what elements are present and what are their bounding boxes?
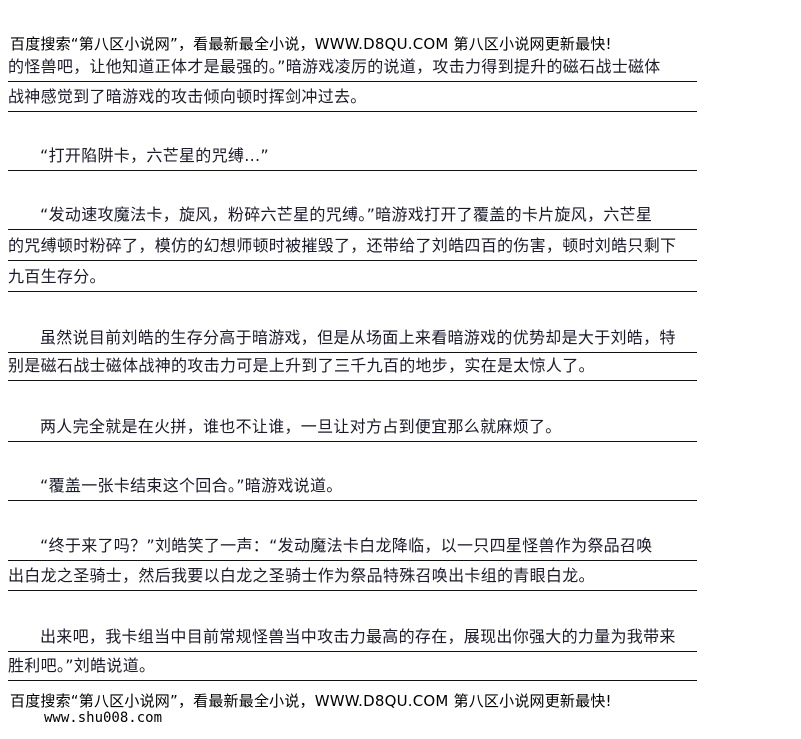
text-line: “终于来了吗？”刘皓笑了一声：“发动魔法卡白龙降临，以一只四星怪兽作为祭品召唤 [8, 531, 697, 561]
text-line: 出来吧，我卡组当中目前常规怪兽当中攻击力最高的存在，展现出你强大的力量为我带来 [8, 622, 697, 652]
line-text: 的怪兽吧，让他知道正体才是最强的。”暗游戏凌厉的说道，攻击力得到提升的磁石战士磁… [8, 57, 661, 76]
line-text: 出来吧，我卡组当中目前常规怪兽当中攻击力最高的存在，展现出你强大的力量为我带来 [40, 627, 676, 646]
text-line: 别是磁石战士磁体战神的攻击力可是上升到了三千九百的地步，实在是太惊人了。 [8, 351, 697, 381]
line-text: “发动速攻魔法卡，旋风，粉碎六芒星的咒缚。”暗游戏打开了覆盖的卡片旋风，六芒星 [40, 205, 653, 224]
text-line: “发动速攻魔法卡，旋风，粉碎六芒星的咒缚。”暗游戏打开了覆盖的卡片旋风，六芒星 [8, 200, 697, 230]
text-line: 出白龙之圣骑士，然后我要以白龙之圣骑士作为祭品特殊召唤出卡组的青眼白龙。 [8, 561, 697, 591]
text-line: 的怪兽吧，让他知道正体才是最强的。”暗游戏凌厉的说道，攻击力得到提升的磁石战士磁… [8, 52, 697, 82]
line-text: 胜利吧。”刘皓说道。 [8, 656, 156, 675]
text-line: 战神感觉到了暗游戏的攻击倾向顿时挥剑冲过去。 [8, 82, 697, 112]
text-line: 虽然说目前刘皓的生存分高于暗游戏，但是从场面上来看暗游戏的优势却是大于刘皓，特 [8, 323, 697, 353]
text-line: 九百生存分。 [8, 262, 697, 292]
text-line: 两人完全就是在火拼，谁也不让谁，一旦让对方占到便宜那么就麻烦了。 [8, 412, 697, 442]
line-text: “终于来了吗？”刘皓笑了一声：“发动魔法卡白龙降临，以一只四星怪兽作为祭品召唤 [40, 536, 653, 555]
header-banner: 百度搜索“第八区小说网”，看最新最全小说，WWW.D8QU.COM 第八区小说网… [10, 35, 612, 53]
footer-banner: 百度搜索“第八区小说网”，看最新最全小说，WWW.D8QU.COM 第八区小说网… [10, 692, 612, 710]
line-text: 别是磁石战士磁体战神的攻击力可是上升到了三千九百的地步，实在是太惊人了。 [8, 356, 595, 375]
line-text: 的咒缚顿时粉碎了，模仿的幻想师顿时被摧毁了，还带给了刘皓四百的伤害，顿时刘皓只剩… [8, 236, 677, 255]
line-text: 两人完全就是在火拼，谁也不让谁，一旦让对方占到便宜那么就麻烦了。 [40, 417, 562, 436]
text-line: “打开陷阱卡，六芒星的咒缚...” [8, 141, 697, 171]
footer-url: www.shu008.com [44, 710, 163, 726]
line-text: 虽然说目前刘皓的生存分高于暗游戏，但是从场面上来看暗游戏的优势却是大于刘皓，特 [40, 328, 676, 347]
line-text: “覆盖一张卡结束这个回合。”暗游戏说道。 [40, 476, 343, 495]
line-text: “打开陷阱卡，六芒星的咒缚...” [40, 146, 269, 165]
line-text: 战神感觉到了暗游戏的攻击倾向顿时挥剑冲过去。 [8, 87, 367, 106]
text-line: “覆盖一张卡结束这个回合。”暗游戏说道。 [8, 471, 697, 501]
line-text: 出白龙之圣骑士，然后我要以白龙之圣骑士作为祭品特殊召唤出卡组的青眼白龙。 [8, 566, 595, 585]
text-line: 的咒缚顿时粉碎了，模仿的幻想师顿时被摧毁了，还带给了刘皓四百的伤害，顿时刘皓只剩… [8, 231, 697, 261]
text-line: 胜利吧。”刘皓说道。 [8, 651, 697, 681]
line-text: 九百生存分。 [8, 267, 106, 286]
